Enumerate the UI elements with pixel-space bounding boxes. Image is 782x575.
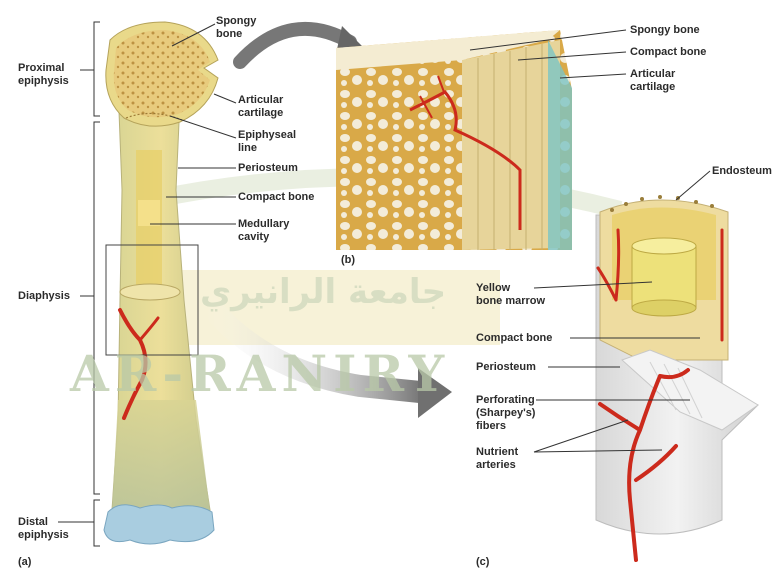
label-perforating-fibers-3: fibers [476,420,506,432]
label-articular-cartilage-a-1: Articular [238,94,283,106]
label-compact-bone-a: Compact bone [238,191,314,203]
label-proximal-epiphysis-1: Proximal [18,62,64,74]
panel-label-a: (a) [18,556,31,568]
panel-label-b: (b) [341,254,355,266]
label-yellow-bone-marrow-1: Yellow [476,282,510,294]
region-brackets [58,22,100,546]
compact-bone-b [462,40,560,250]
label-spongy-bone-b: Spongy bone [630,24,700,36]
label-nutrient-arteries-2: arteries [476,459,516,471]
label-yellow-bone-marrow-2: bone marrow [476,295,545,307]
label-epiphyseal-line-1: Epiphyseal [238,129,296,141]
detail-panel-b [336,30,572,250]
articular-cartilage-b [548,40,572,250]
label-epiphyseal-line-2: line [238,142,257,154]
label-distal-epiphysis-2: epiphysis [18,529,69,541]
label-periosteum-c: Periosteum [476,361,536,373]
label-diaphysis: Diaphysis [18,290,70,302]
label-endosteum: Endosteum [712,165,772,177]
label-perforating-fibers-1: Perforating [476,394,535,406]
label-compact-bone-c: Compact bone [476,332,552,344]
label-spongy-bone-a-1: Spongy [216,15,256,27]
label-articular-cartilage-a-2: cartilage [238,107,283,119]
distal-cartilage [104,505,214,544]
label-compact-bone-b: Compact bone [630,46,706,58]
yellow-bone-marrow [632,238,696,316]
label-periosteum-a: Periosteum [238,162,298,174]
label-medullary-cavity-1: Medullary [238,218,289,230]
label-medullary-cavity-2: cavity [238,231,269,243]
shaft-cut-section [120,284,180,300]
label-articular-cartilage-b-1: Articular [630,68,675,80]
arrow-to-b [240,29,350,62]
panel-label-c: (c) [476,556,489,568]
label-perforating-fibers-2: (Sharpey's) [476,407,535,419]
watermark-latin: AR-RANIRY [70,368,450,380]
label-distal-epiphysis-1: Distal [18,516,48,528]
watermark-arabic: جامعة الرانيري [200,286,446,298]
detail-panel-c [596,195,758,560]
label-nutrient-arteries-1: Nutrient [476,446,518,458]
label-proximal-epiphysis-2: epiphysis [18,75,69,87]
label-spongy-bone-a-2: bone [216,28,242,40]
label-articular-cartilage-b-2: cartilage [630,81,675,93]
